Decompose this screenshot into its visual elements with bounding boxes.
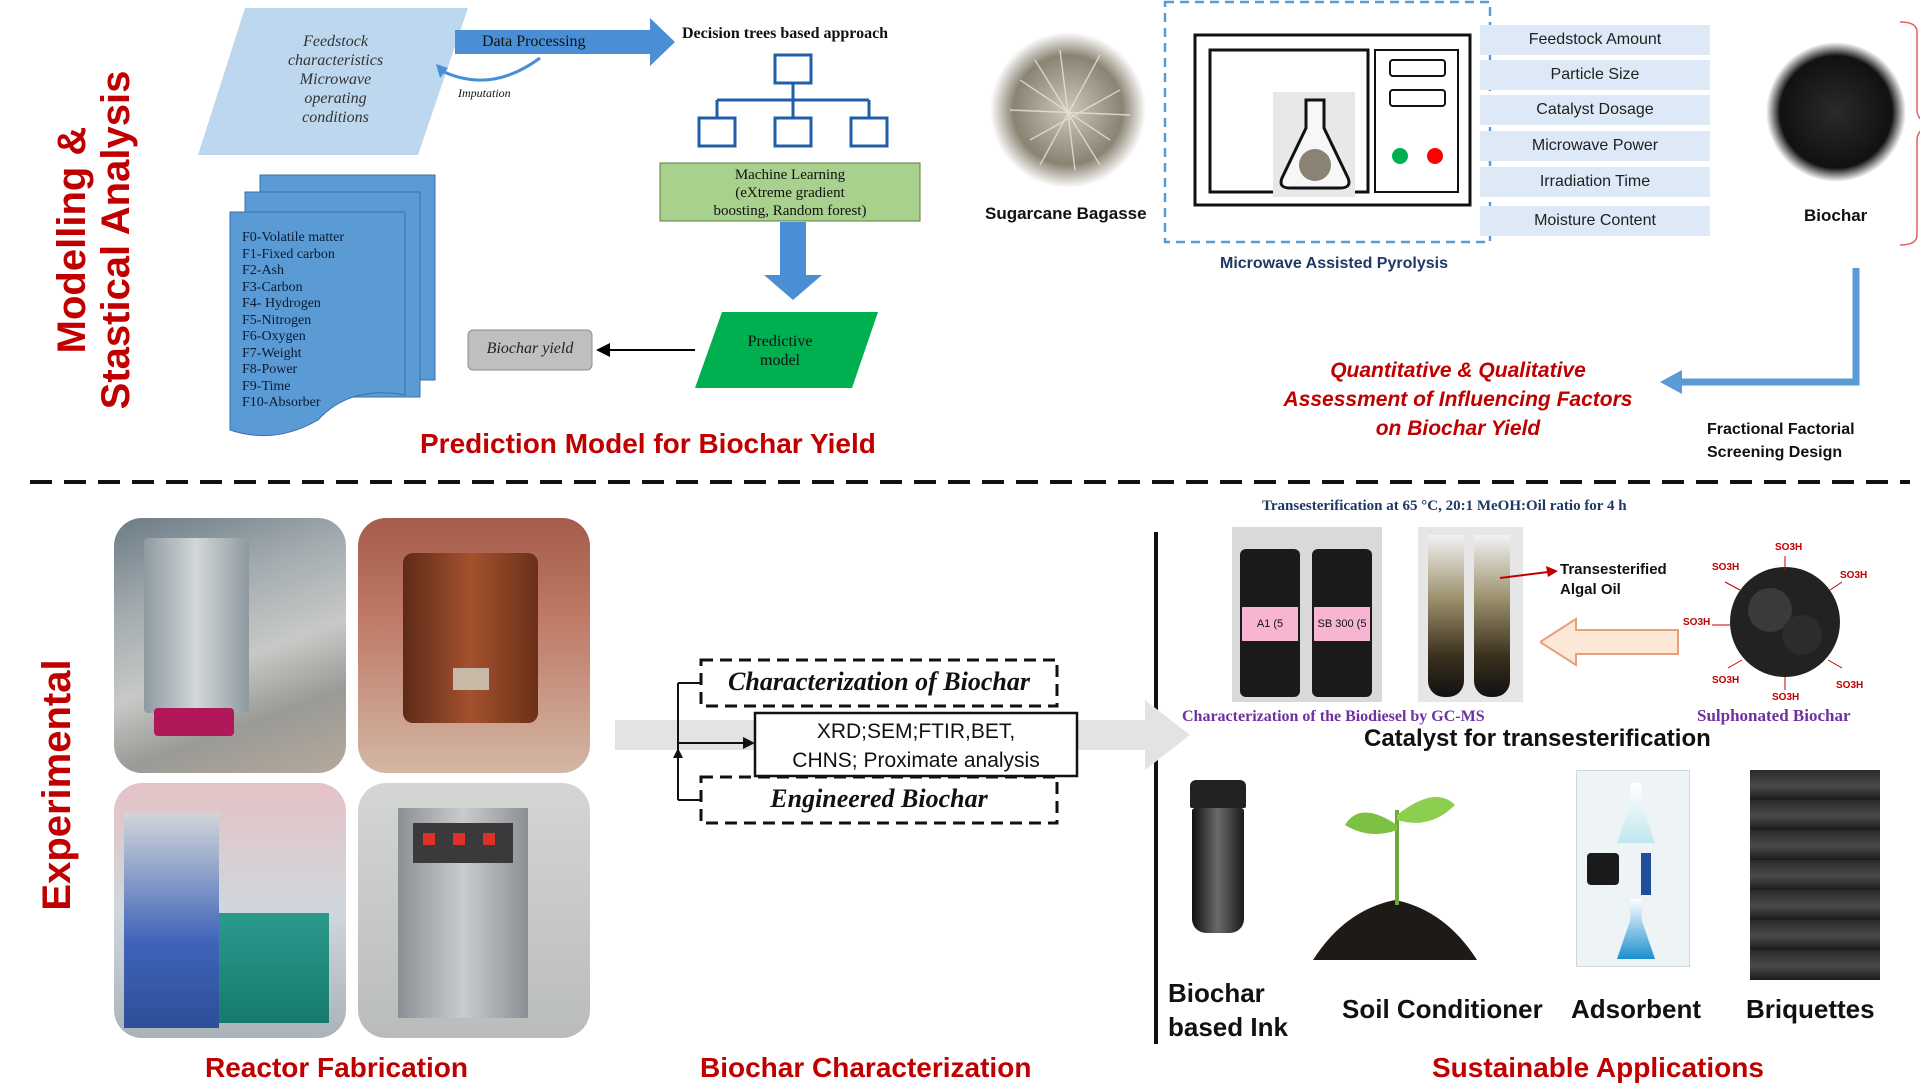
so3h-label: SO3H bbox=[1840, 570, 1868, 581]
methods-label: XRD;SEM;FTIR,BET, CHNS; Proximate analys… bbox=[792, 720, 1040, 772]
reactor-fabrication-caption: Reactor Fabrication bbox=[205, 1052, 468, 1083]
biodiesel-vials-photo: A1 (5 SB 300 (5 bbox=[1232, 527, 1382, 702]
feature-item: F5-Nitrogen bbox=[242, 312, 312, 328]
briquettes-image bbox=[1750, 770, 1880, 980]
sulphonated-biochar-label: Sulphonated Biochar bbox=[1697, 706, 1851, 725]
feature-item: F2-Ash bbox=[242, 263, 285, 278]
down-arrow bbox=[764, 222, 822, 300]
feature-item: F1-Fixed carbon bbox=[242, 246, 335, 262]
reactor-photo-2 bbox=[358, 518, 590, 773]
factors-bracket bbox=[1899, 21, 1920, 246]
reactor-photo-3 bbox=[114, 783, 346, 1038]
imputation-arrow bbox=[439, 56, 541, 82]
prediction-diagram bbox=[198, 8, 921, 437]
so3h-label: SO3H bbox=[1775, 542, 1803, 553]
feature-item: F4- Hydrogen bbox=[242, 296, 321, 311]
catalyst-label: Catalyst for transesterification bbox=[1364, 725, 1711, 752]
adsorbent-image bbox=[1576, 770, 1690, 967]
input-parallelogram-text: Feedstock characteristics Microwave oper… bbox=[287, 33, 384, 126]
gcms-label: Characterization of the Biodiesel by GC-… bbox=[1182, 708, 1485, 725]
so3h-label: SO3H bbox=[1712, 562, 1740, 573]
data-processing-arrow bbox=[455, 18, 675, 66]
oil-pointer bbox=[1500, 566, 1558, 579]
flask-icon bbox=[1279, 98, 1351, 190]
sustainable-applications-caption: Sustainable Applications bbox=[1432, 1052, 1764, 1083]
feature-item: F10-Absorber bbox=[242, 395, 321, 410]
vial-label-1: A1 (5 bbox=[1242, 607, 1298, 641]
biochar-yield-box bbox=[467, 329, 593, 371]
characterization-diagram bbox=[615, 658, 1190, 825]
biochar-image bbox=[1766, 42, 1906, 182]
feature-item: F8-Power bbox=[242, 362, 298, 377]
so3h-label: SO3H bbox=[1772, 692, 1800, 703]
adsorbent-label: Adsorbent bbox=[1571, 994, 1701, 1024]
transesterification-label: Transesterification at 65 °C, 20:1 MeOH:… bbox=[1262, 498, 1627, 514]
feature-item: F0-Volatile matter bbox=[242, 230, 344, 245]
feature-item: F3-Carbon bbox=[242, 279, 303, 295]
predictive-model-shape bbox=[695, 312, 878, 388]
biochar-label: Biochar bbox=[1804, 206, 1868, 225]
transesterified-oil-label: Transesterified Algal Oil bbox=[1560, 561, 1667, 598]
pyrolysis-diagram bbox=[990, 0, 1920, 394]
decision-trees-label: Decision trees based approach bbox=[682, 25, 889, 42]
experimental-section-label: Experimental bbox=[35, 659, 79, 911]
feature-document-stack bbox=[229, 174, 436, 437]
imputation-label: Imputation bbox=[458, 86, 511, 100]
factor-moisture-content: Moisture Content bbox=[1480, 206, 1710, 236]
reactor-photo-4 bbox=[358, 783, 590, 1038]
modelling-section-label: Modelling & Stastical Analysis bbox=[50, 70, 138, 410]
input-parallelogram bbox=[198, 8, 468, 155]
machine-learning-label: Machine Learning (eXtreme gradient boost… bbox=[713, 167, 867, 219]
data-processing-label: Data Processing bbox=[482, 33, 586, 50]
factor-irradiation-time: Irradiation Time bbox=[1480, 167, 1710, 197]
ink-vial-image bbox=[1180, 760, 1270, 970]
factor-microwave-power: Microwave Power bbox=[1480, 131, 1710, 161]
ink-label: Biochar based Ink bbox=[1168, 978, 1288, 1042]
biochar-yield-label: Biochar yield bbox=[486, 340, 574, 357]
feature-item: F9-Time bbox=[242, 378, 291, 394]
feature-item: F7-Weight bbox=[242, 345, 302, 361]
predictive-model-label: Predictive model bbox=[747, 333, 813, 369]
factor-feedstock-amount: Feedstock Amount bbox=[1480, 25, 1710, 55]
so3h-label: SO3H bbox=[1683, 617, 1711, 628]
microwave-dashed-frame bbox=[1163, 0, 1492, 244]
biochar-characterization-caption: Biochar Characterization bbox=[700, 1052, 1032, 1083]
factor-catalyst-dosage: Catalyst Dosage bbox=[1480, 95, 1710, 125]
feature-list: F0-Volatile matter F1-Fixed carbon F2-As… bbox=[242, 230, 344, 412]
engineered-biochar-label: Engineered Biochar bbox=[770, 784, 988, 813]
soil-conditioner-label: Soil Conditioner bbox=[1342, 994, 1543, 1024]
soil-conditioner-image bbox=[1313, 797, 1477, 960]
sugarcane-label: Sugarcane Bagasse bbox=[985, 204, 1147, 223]
algal-oil-tubes-photo bbox=[1418, 527, 1523, 702]
characterization-title: Characterization of Biochar bbox=[728, 667, 1030, 696]
reactor-photo-1 bbox=[114, 518, 346, 773]
microwave-pyrolysis-label: Microwave Assisted Pyrolysis bbox=[1220, 255, 1448, 272]
screening-arrow bbox=[1680, 268, 1860, 386]
feature-item: F6-Oxygen bbox=[242, 329, 306, 344]
so3h-label: SO3H bbox=[1712, 675, 1740, 686]
vertical-divider bbox=[1154, 532, 1158, 1044]
factor-particle-size: Particle Size bbox=[1480, 60, 1710, 90]
machine-learning-box bbox=[659, 162, 921, 222]
prediction-title: Prediction Model for Biochar Yield bbox=[420, 428, 876, 459]
sulphonated-biochar-image bbox=[1712, 556, 1843, 690]
catalyst-arrow bbox=[1540, 617, 1679, 667]
screening-design-label: Fractional Factorial Screening Design bbox=[1707, 421, 1855, 461]
so3h-label: SO3H bbox=[1836, 680, 1864, 691]
decision-tree-icon bbox=[697, 53, 889, 148]
assessment-label: Quantitative & Qualitative Assessment of… bbox=[1283, 359, 1633, 440]
section-divider bbox=[30, 480, 1910, 484]
briquettes-label: Briquettes bbox=[1746, 994, 1875, 1024]
vial-label-2: SB 300 (5 bbox=[1314, 607, 1370, 641]
